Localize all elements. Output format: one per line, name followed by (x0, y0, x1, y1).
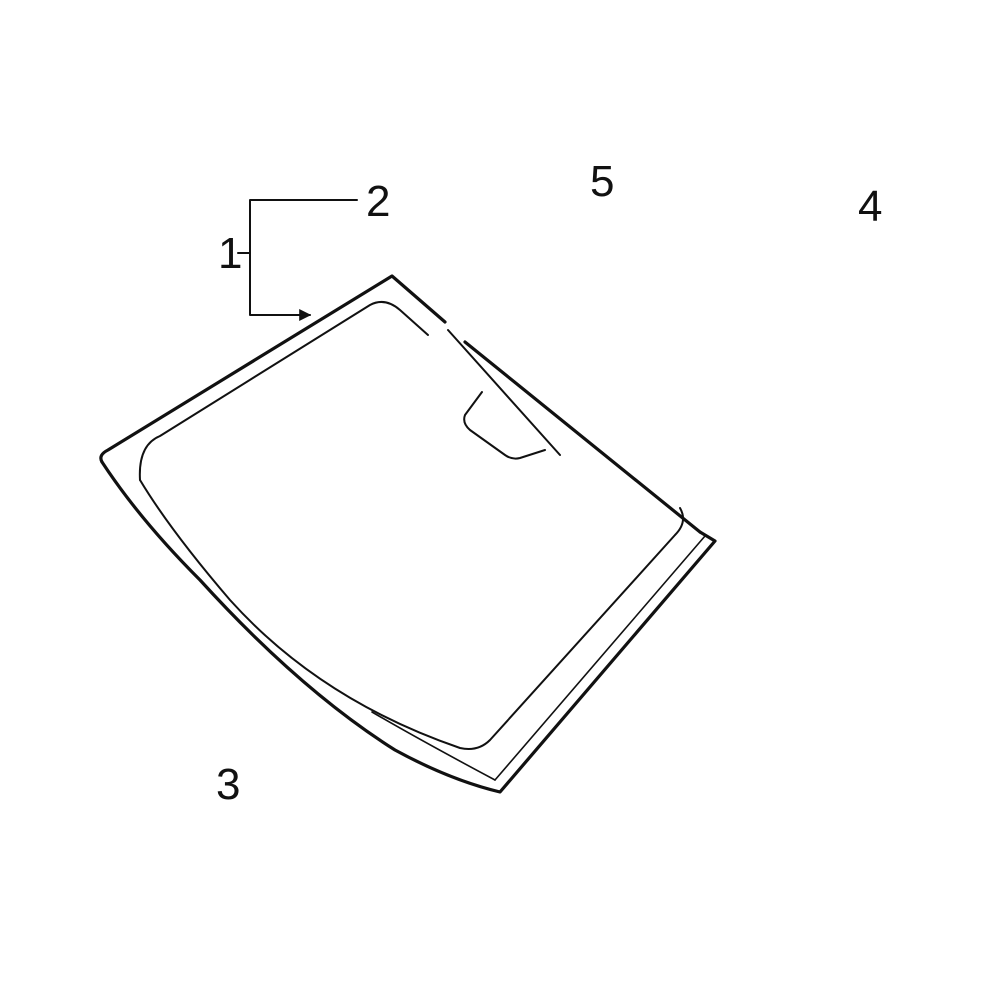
callout-label-5: 5 (590, 157, 615, 206)
callout-label-2: 2 (366, 177, 391, 226)
callout-label-1: 1 (218, 229, 243, 278)
windshield-glass[interactable] (99, 274, 717, 794)
callout-1-leader (237, 199, 358, 321)
callout-label-3: 3 (216, 760, 241, 809)
callout-label-4: 4 (858, 182, 883, 231)
